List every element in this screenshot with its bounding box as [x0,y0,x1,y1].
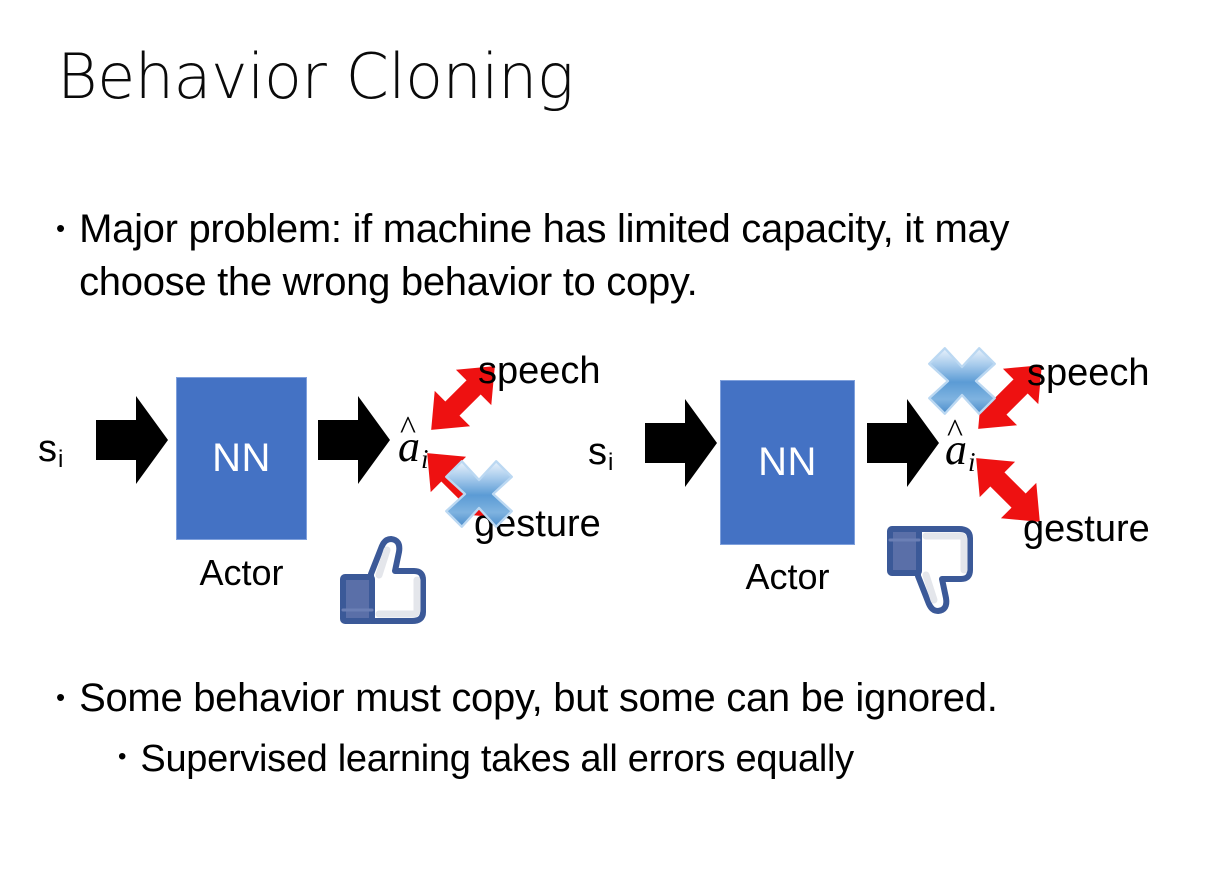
speech-label-left: speech [478,350,601,392]
bullet-top-text: Major problem: if machine has limited ca… [79,207,1010,304]
nn-box-right: NN [720,380,855,545]
nn-box-left: NN [176,377,307,540]
circumflex-accent-icon: ^ [947,413,963,450]
cross-out-icon-right [923,342,1001,420]
bullet-bottom-1: • Some behavior must copy, but some can … [56,672,1166,725]
nn-box-label-right: NN [758,440,817,484]
cross-out-icon-left [440,455,518,533]
bad-actor-diagram: si NN Actor ^ ai [575,330,1175,630]
actor-caption-left: Actor [199,552,284,593]
bullet-marker-icon: • [118,743,127,770]
gesture-label-right: gesture [1023,508,1150,550]
bullet-marker-icon: • [56,213,66,243]
thumbs-down-icon [882,520,982,620]
bullet-top: • Major problem: if machine has limited … [56,203,1136,309]
output-arrow-left [318,392,390,488]
speech-branch-arrow-right [955,342,1065,452]
speech-branch-arrow-left [408,343,518,453]
output-action-label-left: ^ ai [398,410,429,474]
bullet-bottom-1-text: Some behavior must copy, but some can be… [79,676,998,720]
gesture-branch-arrow-right [953,435,1063,545]
thumbs-up-icon [335,530,435,630]
bullet-bottom-2: • Supervised learning takes all errors e… [118,734,1178,784]
output-action-label-right: ^ ai [945,413,976,477]
nn-box-label-left: NN [212,436,271,480]
speech-label-right: speech [1027,352,1150,394]
page-title: Behavior Cloning [57,40,574,113]
input-arrow-right [645,395,717,491]
input-arrow-left [96,392,168,488]
bullet-marker-icon: • [56,682,66,712]
input-state-label-right: si [588,431,614,476]
bullet-bottom-2-text: Supervised learning takes all errors equ… [140,738,854,780]
actor-caption-right: Actor [745,556,830,597]
circumflex-accent-icon: ^ [400,410,416,447]
output-arrow-right [867,395,939,491]
good-actor-diagram: si NN Actor ^ ai [30,330,610,630]
input-state-label-left: si [38,428,64,473]
